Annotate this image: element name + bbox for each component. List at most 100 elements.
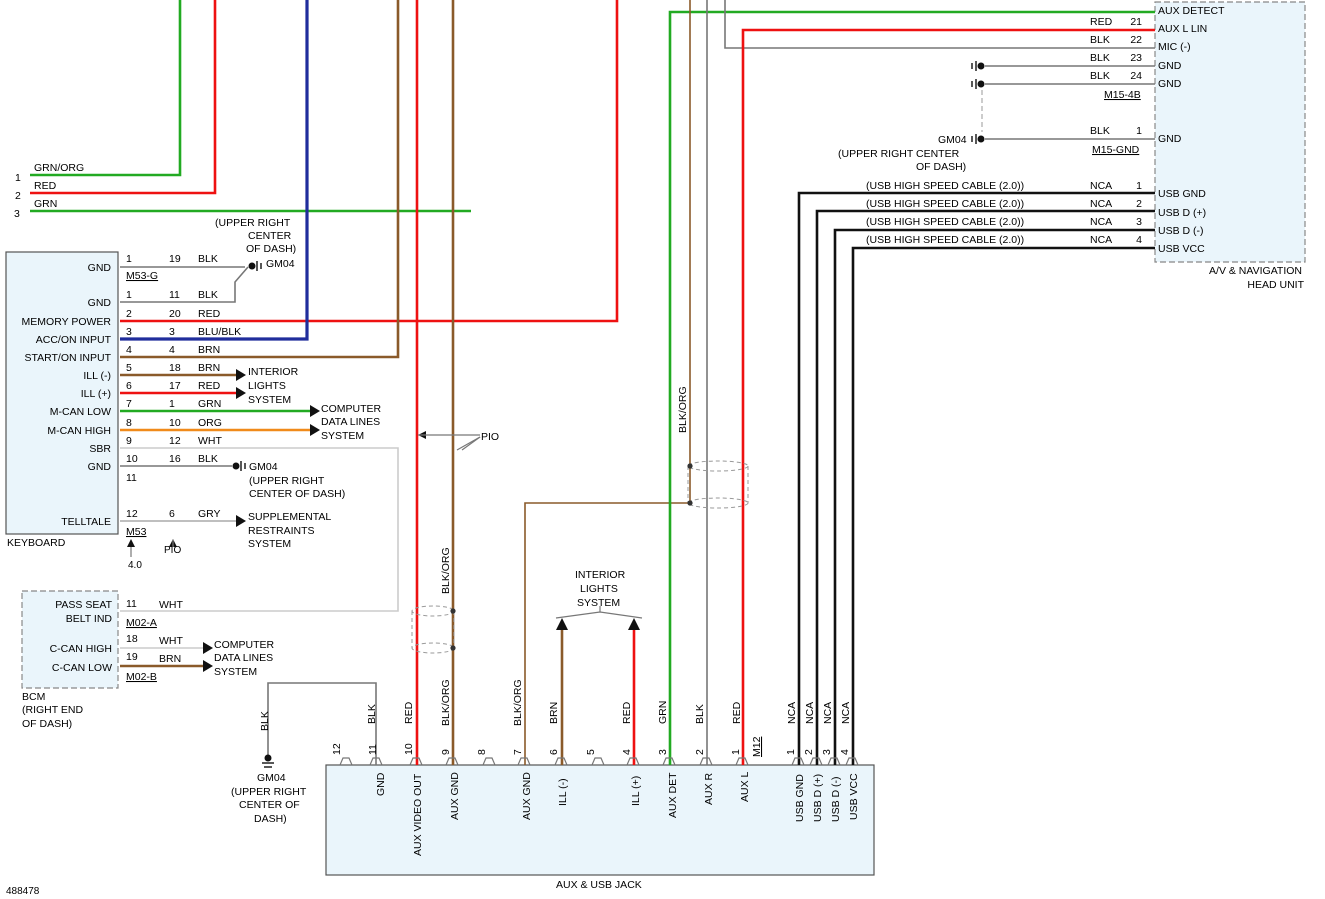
wire-label: GRN/ORG xyxy=(34,162,84,174)
svg-text:NCA: NCA xyxy=(786,702,798,724)
connector-id: M15-GND xyxy=(1092,144,1140,156)
connector-id: M53 xyxy=(126,526,147,538)
svg-text:22: 22 xyxy=(1130,34,1142,46)
svg-text:GND: GND xyxy=(375,772,387,796)
arrow-right-icon xyxy=(310,405,320,417)
svg-text:18: 18 xyxy=(169,362,181,374)
svg-text:M-CAN HIGH: M-CAN HIGH xyxy=(47,425,111,437)
svg-text:GND: GND xyxy=(1158,60,1182,72)
wire-usb-d-plus xyxy=(815,209,1155,765)
destination-label: SYSTEM xyxy=(248,394,291,406)
wire-label: RED xyxy=(34,180,57,192)
svg-text:TELLTALE: TELLTALE xyxy=(61,516,111,528)
location-label: CENTER xyxy=(248,230,292,242)
wire-number: 2 xyxy=(15,190,21,202)
svg-text:BLK/ORG: BLK/ORG xyxy=(677,386,689,433)
svg-text:BLK/ORG: BLK/ORG xyxy=(440,679,452,726)
svg-text:4: 4 xyxy=(621,749,633,755)
wire-aux-det xyxy=(668,10,1155,765)
svg-text:START/ON INPUT: START/ON INPUT xyxy=(24,352,111,364)
svg-text:16: 16 xyxy=(169,453,181,465)
svg-text:10: 10 xyxy=(169,417,181,429)
svg-text:AUX L LIN: AUX L LIN xyxy=(1158,23,1207,35)
svg-text:1: 1 xyxy=(1136,125,1142,137)
svg-text:USB D (-): USB D (-) xyxy=(830,777,842,823)
arrow-right-icon xyxy=(236,515,246,527)
svg-text:4: 4 xyxy=(1136,234,1142,246)
module-name: OF DASH) xyxy=(22,718,72,730)
svg-text:11: 11 xyxy=(126,472,137,484)
arrow-right-icon xyxy=(236,369,246,381)
svg-text:USB D (+): USB D (+) xyxy=(812,774,824,822)
connector-id: M02-B xyxy=(126,671,157,683)
wire-acc-on xyxy=(120,0,309,341)
wire-kbd-gnd-11 xyxy=(120,266,249,303)
svg-text:BLK: BLK xyxy=(198,289,218,301)
wire-grn-org-top xyxy=(30,0,182,177)
svg-text:BLU/BLK: BLU/BLK xyxy=(198,326,241,338)
destination-label: SYSTEM xyxy=(321,430,364,442)
head-unit-pin-numbers: 21 22 23 24 1 1 2 3 4 xyxy=(1130,16,1142,246)
svg-text:USB GND: USB GND xyxy=(1158,188,1206,200)
wire-usb-gnd xyxy=(797,191,1155,765)
arrow-value: 4.0 xyxy=(128,560,142,571)
svg-text:3: 3 xyxy=(1136,216,1142,228)
bcm-box xyxy=(21,590,119,689)
svg-text:USB D (-): USB D (-) xyxy=(1158,225,1204,237)
svg-text:6: 6 xyxy=(169,508,175,520)
usb-cable-labels: (USB HIGH SPEED CABLE (2.0)) (USB HIGH S… xyxy=(866,180,1024,246)
svg-text:GND: GND xyxy=(88,461,112,473)
module-name: A/V & NAVIGATION xyxy=(1209,265,1302,277)
svg-text:3: 3 xyxy=(126,326,132,338)
svg-text:GND: GND xyxy=(1158,78,1182,90)
svg-text:BLK: BLK xyxy=(366,704,378,724)
bcm-pin-label: BELT IND xyxy=(66,613,113,625)
svg-text:NCA: NCA xyxy=(1090,216,1112,228)
wire-aux-l xyxy=(741,28,1155,765)
svg-text:WHT: WHT xyxy=(198,435,222,447)
destination-label: SUPPLEMENTAL xyxy=(248,511,331,523)
arrow-up-icon xyxy=(556,618,568,630)
svg-text:RED: RED xyxy=(1090,16,1113,28)
ground-label: GM04 xyxy=(257,772,286,784)
svg-text:11: 11 xyxy=(367,744,379,755)
svg-text:RED: RED xyxy=(198,380,221,392)
keyboard-wire-colors: BLK BLK RED BLU/BLK BRN BRN RED GRN ORG … xyxy=(198,253,241,520)
svg-text:ILL (-): ILL (-) xyxy=(557,778,569,806)
destination-label: COMPUTER xyxy=(321,403,382,415)
svg-text:6: 6 xyxy=(126,380,132,392)
arrow-up-icon xyxy=(628,618,640,630)
svg-text:RED: RED xyxy=(198,308,221,320)
svg-text:2: 2 xyxy=(803,749,815,755)
keyboard-pin-labels: GND GND MEMORY POWER ACC/ON INPUT START/… xyxy=(22,262,112,528)
svg-text:ILL (+): ILL (+) xyxy=(81,388,111,400)
svg-text:21: 21 xyxy=(1130,16,1142,28)
svg-text:SBR: SBR xyxy=(89,443,111,455)
wire-usb-d-minus xyxy=(833,228,1155,765)
destination-label: INTERIOR xyxy=(575,569,626,581)
destination-label: LIGHTS xyxy=(248,380,286,392)
svg-text:BRN: BRN xyxy=(198,344,220,356)
svg-text:8: 8 xyxy=(126,417,132,429)
module-name: KEYBOARD xyxy=(7,537,66,549)
connector-id: M02-A xyxy=(126,617,157,629)
svg-text:BLK/ORG: BLK/ORG xyxy=(440,547,452,594)
svg-text:9: 9 xyxy=(440,749,452,755)
svg-text:7: 7 xyxy=(512,749,524,755)
keyboard-pin-numbers: 1 1 2 3 4 5 6 7 8 9 10 11 12 xyxy=(126,253,138,520)
svg-text:GRN: GRN xyxy=(198,398,221,410)
svg-text:8: 8 xyxy=(476,749,488,755)
diagram-id: 488478 xyxy=(6,886,40,897)
bcm-wire-color: BRN xyxy=(159,653,181,665)
svg-text:12: 12 xyxy=(331,743,343,755)
ground-label: GM04 xyxy=(938,134,967,146)
svg-text:BRN: BRN xyxy=(548,702,560,724)
svg-text:12: 12 xyxy=(126,508,138,520)
wire-memory-power xyxy=(120,0,619,323)
svg-text:5: 5 xyxy=(126,362,132,374)
svg-text:USB VCC: USB VCC xyxy=(848,773,860,820)
destination-label: SYSTEM xyxy=(214,666,257,678)
destination-label: LIGHTS xyxy=(580,583,618,595)
svg-text:2: 2 xyxy=(694,749,706,755)
